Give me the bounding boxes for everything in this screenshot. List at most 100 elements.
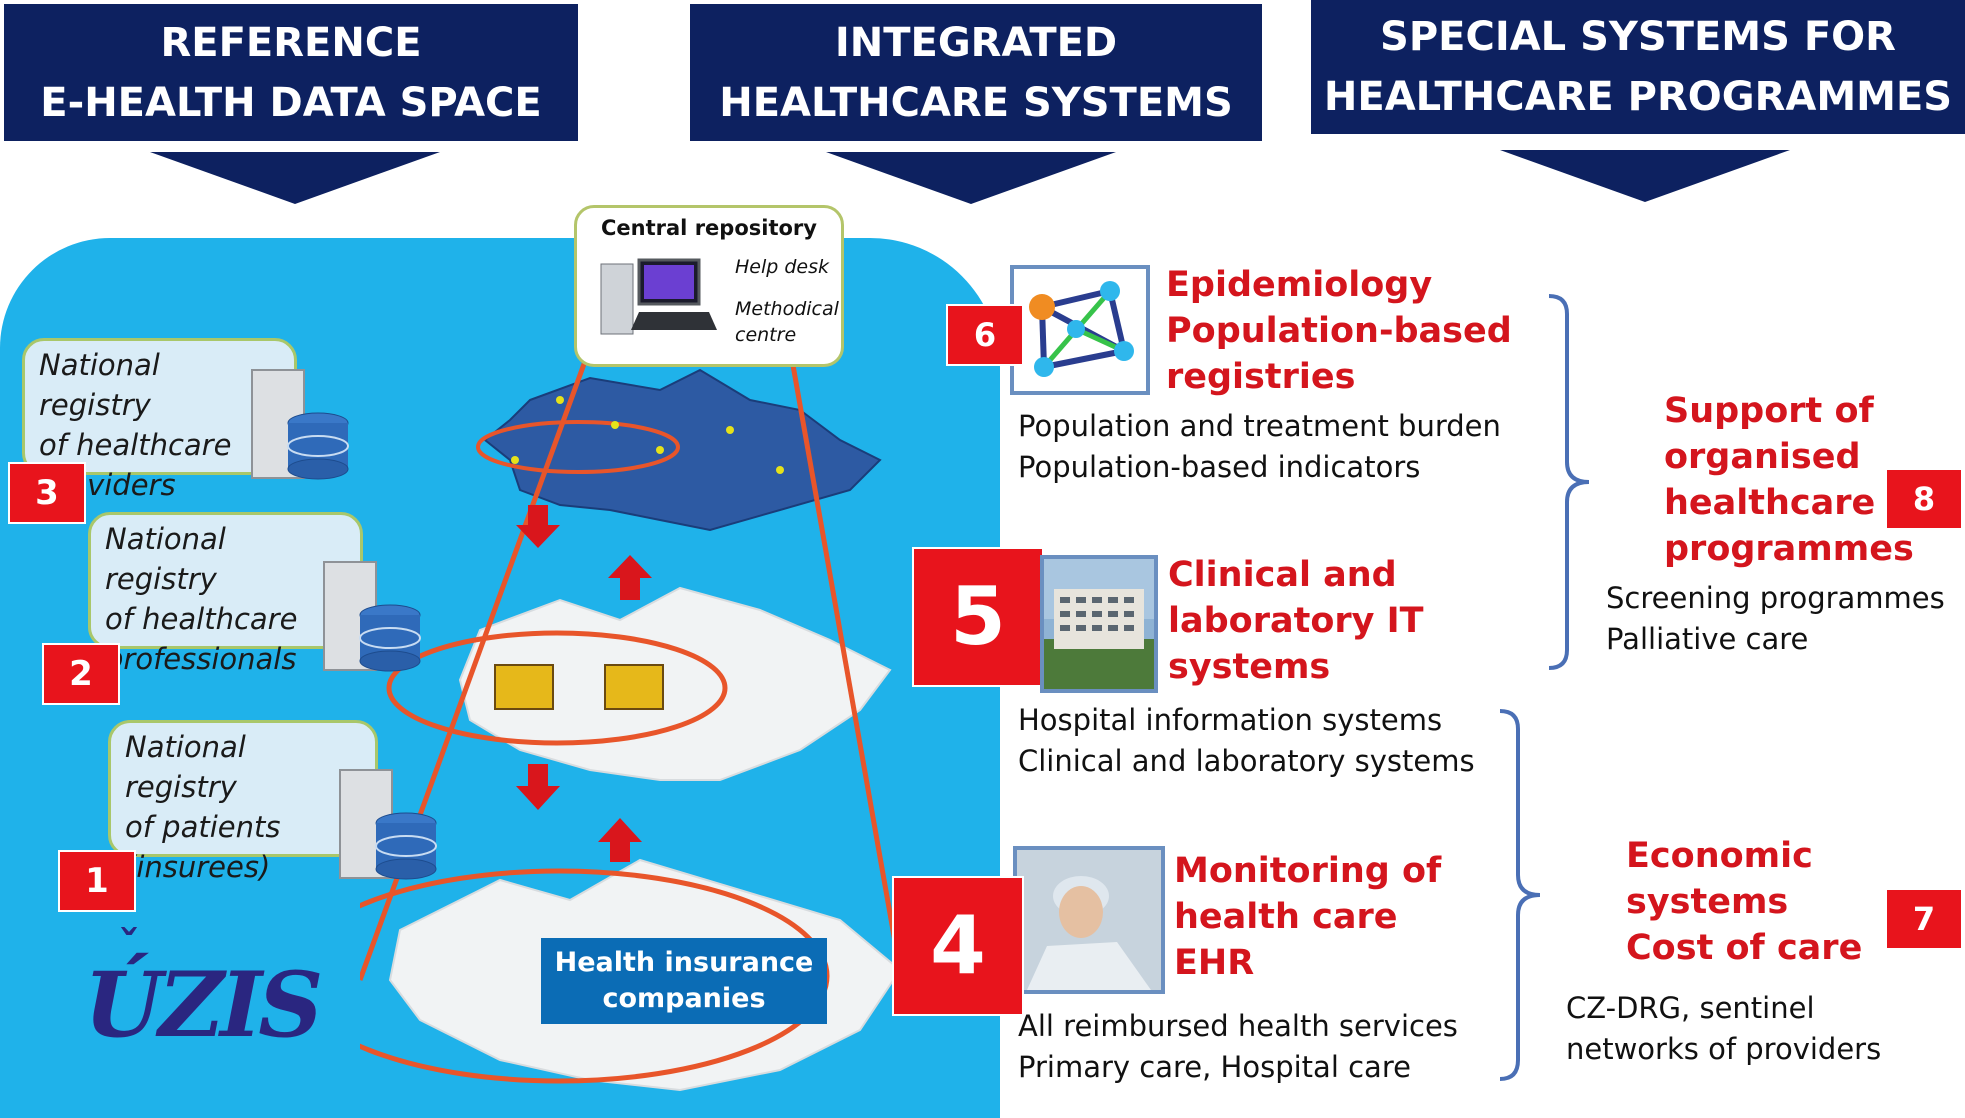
title-line: Economic <box>1626 836 1813 876</box>
system-desc-clinical: Hospital information systems Clinical an… <box>1018 700 1475 782</box>
desc-line: Population-based indicators <box>1018 450 1421 484</box>
system-title-clinical: Clinical and laboratory IT systems <box>1168 552 1424 690</box>
chevron-down-icon <box>1500 150 1790 202</box>
desc-line: Population and treatment burden <box>1018 409 1501 443</box>
bracket-lower-icon <box>1499 709 1541 1081</box>
server-cluster-icon <box>494 664 554 710</box>
header-line: E-HEALTH DATA SPACE <box>40 79 542 126</box>
help-desk-label: Help desk <box>735 256 830 278</box>
registry-line: National registry <box>125 730 246 804</box>
title-line: Clinical and <box>1168 555 1397 595</box>
arrow-up-icon <box>598 818 642 862</box>
system-desc-monitoring: All reimbursed health services Primary c… <box>1018 1006 1458 1088</box>
system-desc-epidemiology: Population and treatment burden Populati… <box>1018 406 1501 488</box>
ellipse-top <box>476 420 680 474</box>
health-insurance-line: companies <box>602 983 766 1014</box>
database-server-icon <box>339 769 437 880</box>
cone-line-right <box>784 330 903 971</box>
desc-line: Primary care, Hospital care <box>1018 1050 1411 1084</box>
number-badge-7: 7 <box>1885 888 1963 950</box>
chevron-down-icon <box>150 152 440 204</box>
map-middle-icon <box>458 586 892 781</box>
ellipse-bottom <box>360 868 830 1084</box>
header-integrated-systems: INTEGRATED HEALTHCARE SYSTEMS <box>690 4 1262 141</box>
uzis-logo: ÚZIS <box>84 952 323 1058</box>
database-server-icon <box>251 369 349 480</box>
system-title-monitoring: Monitoring of health care EHR <box>1174 848 1441 986</box>
header-line: REFERENCE <box>160 19 422 66</box>
title-line: programmes <box>1664 529 1914 569</box>
header-special-systems: SPECIAL SYSTEMS FOR HEALTHCARE PROGRAMME… <box>1311 0 1965 134</box>
title-line: systems <box>1626 882 1789 922</box>
title-line: Monitoring of <box>1174 851 1442 891</box>
server-cluster-icon <box>604 664 664 710</box>
desc-line: CZ-DRG, sentinel <box>1566 991 1815 1025</box>
desc-line: Screening programmes <box>1606 581 1945 615</box>
header-line: INTEGRATED <box>834 19 1118 66</box>
title-line: Cost of care <box>1626 928 1863 968</box>
arrow-down-icon <box>516 505 560 548</box>
ellipse-middle <box>386 630 728 746</box>
registry-line: (insurees) <box>125 850 271 884</box>
health-insurance-line: Health insurance <box>554 947 814 978</box>
health-insurance-box: Health insurance companies <box>541 938 827 1024</box>
logo-caron: ˇ <box>118 922 140 973</box>
header-line: HEALTHCARE PROGRAMMES <box>1323 74 1953 120</box>
title-line: Epidemiology <box>1166 265 1433 305</box>
header-line: SPECIAL SYSTEMS FOR <box>1380 14 1896 60</box>
title-line: organised <box>1664 437 1861 477</box>
patient-photo <box>1013 846 1165 994</box>
database-server-icon <box>323 561 421 672</box>
title-line: EHR <box>1174 943 1255 983</box>
registry-line: National registry <box>105 522 226 596</box>
hospital-icon <box>1044 559 1154 689</box>
methodical-line: Methodical <box>735 298 839 320</box>
map-top-icon <box>483 368 882 532</box>
title-line: health care <box>1174 897 1398 937</box>
title-line: Population-based <box>1166 311 1512 351</box>
header-line: HEALTHCARE SYSTEMS <box>719 79 1233 126</box>
network-graph-icon <box>1029 281 1134 377</box>
arrow-up-icon <box>608 555 652 600</box>
title-line: healthcare <box>1664 483 1876 523</box>
methodical-centre-label: Methodical centre <box>735 296 839 348</box>
registry-line: of healthcare <box>39 428 232 462</box>
epidemiology-network-image <box>1010 265 1150 395</box>
registry-line: National registry <box>39 348 160 422</box>
chevron-down-icon <box>826 152 1116 204</box>
number-badge-6: 6 <box>946 304 1024 366</box>
bracket-upper-icon <box>1548 294 1590 670</box>
programme-title-economic: Economic systems Cost of care <box>1626 833 1862 971</box>
programme-title-support: Support of organised healthcare programm… <box>1664 388 1914 572</box>
number-badge-8: 8 <box>1885 468 1963 530</box>
programme-desc-support: Screening programmes Palliative care <box>1606 578 1945 660</box>
title-line: systems <box>1168 647 1331 687</box>
computer-icon <box>600 258 717 335</box>
registry-patients: National registry of patients (insurees) <box>108 720 378 884</box>
programme-desc-economic: CZ-DRG, sentinel networks of providers <box>1566 988 1881 1070</box>
title-line: laboratory IT <box>1168 601 1424 641</box>
desc-line: Palliative care <box>1606 622 1809 656</box>
registry-line: of patients <box>125 810 281 844</box>
hospital-building-image <box>1040 555 1158 693</box>
number-badge-5: 5 <box>912 547 1044 687</box>
methodical-line: centre <box>735 324 797 346</box>
registry-professionals: National registry of healthcare professi… <box>88 512 363 676</box>
number-badge-3: 3 <box>8 462 86 524</box>
title-line: Support of <box>1664 391 1874 431</box>
patient-icon <box>1017 850 1161 990</box>
registry-line: professionals <box>105 642 297 676</box>
number-badge-1: 1 <box>58 850 136 912</box>
header-reference-data-space: REFERENCE E-HEALTH DATA SPACE <box>4 4 578 141</box>
central-repository-title: Central repository <box>601 216 817 240</box>
desc-line: All reimbursed health services <box>1018 1009 1458 1043</box>
desc-line: Hospital information systems <box>1018 703 1443 737</box>
registry-line: of healthcare <box>105 602 298 636</box>
number-badge-4: 4 <box>892 876 1024 1016</box>
number-badge-2: 2 <box>42 643 120 705</box>
title-line: registries <box>1166 357 1356 397</box>
desc-line: Clinical and laboratory systems <box>1018 744 1475 778</box>
system-title-epidemiology: Epidemiology Population-based registries <box>1166 262 1512 400</box>
arrow-down-icon <box>516 764 560 810</box>
desc-line: networks of providers <box>1566 1032 1882 1066</box>
